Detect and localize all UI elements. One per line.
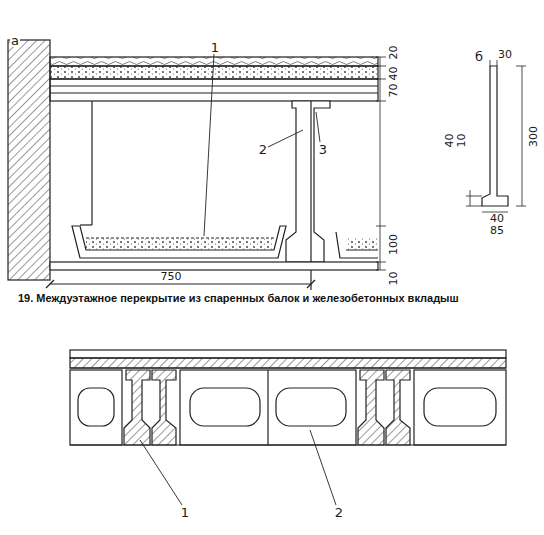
callout-number: 3	[318, 143, 328, 156]
dimension: 70	[388, 82, 399, 98]
view-letter: а	[10, 34, 20, 47]
dimension: 20	[388, 44, 399, 60]
callout-number: 1	[210, 41, 220, 54]
dimension: 40	[489, 213, 505, 224]
figure-caption: 19. Междуэтажное перекрытие из спаренных…	[18, 292, 459, 304]
callout-number: 1	[180, 506, 190, 519]
dimension: 40	[444, 132, 455, 148]
dimension: 10	[456, 132, 467, 148]
callout-number: 2	[334, 506, 344, 519]
view-letter: б	[474, 50, 484, 63]
callout-number: 2	[258, 143, 268, 156]
dimension: 10	[388, 270, 399, 286]
dimension: 750	[160, 271, 183, 282]
dimension: 100	[388, 233, 399, 256]
dimension: 30	[497, 49, 513, 60]
dimension: 85	[489, 225, 505, 236]
dimension: 300	[528, 125, 539, 148]
dimension: 40	[388, 65, 399, 81]
